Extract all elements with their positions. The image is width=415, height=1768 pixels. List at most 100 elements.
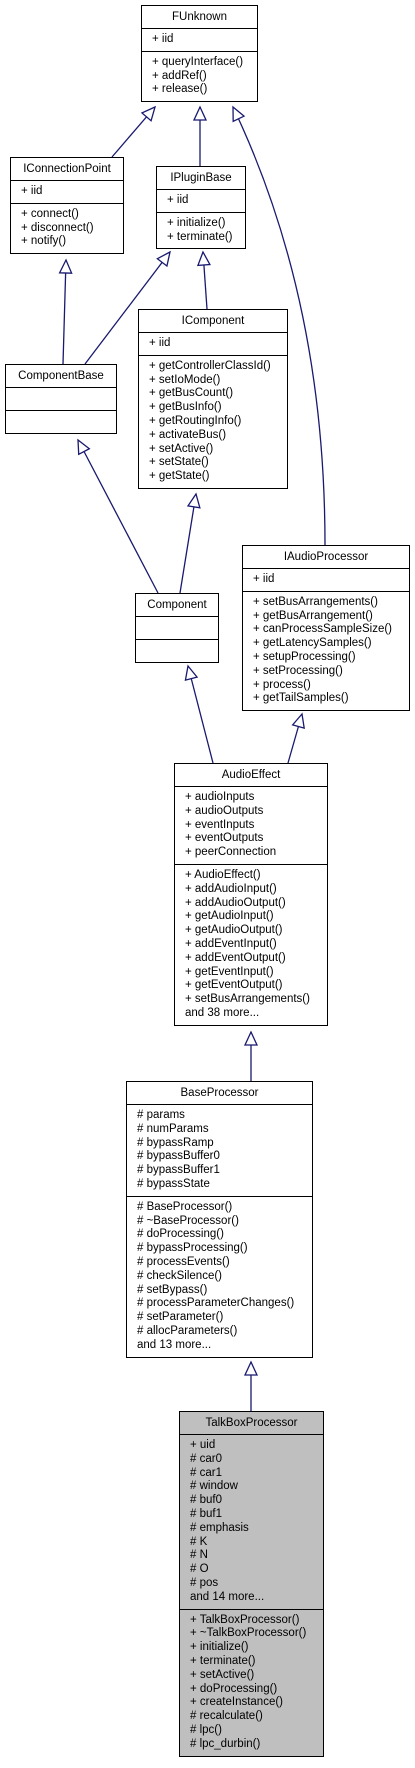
class-method: + getRoutingInfo(): [149, 414, 242, 427]
class-ipluginbase[interactable]: IPluginBase + iid + initialize()+ terminat…: [156, 166, 246, 250]
class-method: # lpc(): [190, 1723, 222, 1736]
class-methods-section: + connect()+ disconnect()+ notify(): [11, 204, 123, 253]
class-attribute: # bypassState: [137, 1177, 210, 1190]
class-method: + setActive(): [149, 442, 214, 455]
class-method: # processEvents(): [137, 1255, 230, 1268]
class-methods-section: + queryInterface()+ addRef()+ release(): [142, 52, 257, 101]
class-method: + getAudioOutput(): [185, 924, 283, 937]
class-attributes-section: + iid: [157, 190, 245, 213]
class-baseprocessor[interactable]: BaseProcessor# params# numParams# bypass…: [126, 1081, 313, 1358]
class-method: + terminate(): [190, 1654, 256, 1667]
class-component[interactable]: Component: [135, 593, 219, 663]
class-audioeffect[interactable]: AudioEffect+ audioInputs+ audioOutputs+ …: [174, 763, 328, 1026]
class-method: + getBusInfo(): [149, 401, 222, 414]
class-attributes-section: + iid: [142, 29, 257, 52]
inherit-edge-iaudioprocessor-funknown: [232, 105, 326, 546]
class-method: # processParameterChanges(): [137, 1297, 295, 1310]
class-title: IComponent: [139, 310, 287, 333]
class-attribute: + eventOutputs: [185, 832, 264, 845]
inherit-edge-talkboxprocessor-baseprocessor: [243, 1360, 259, 1411]
class-method: # allocParameters(): [137, 1324, 238, 1337]
class-method: + getTailSamples(): [253, 692, 349, 705]
inherit-edge-component-componentbase: [77, 438, 159, 594]
class-iaudioprocessor[interactable]: IAudioProcessor + iid + setBusArrangements…: [242, 545, 410, 712]
class-methods-section: + getControllerClassId()+ setIoMode()+ g…: [139, 356, 287, 488]
class-title: ComponentBase: [6, 365, 116, 388]
class-title: Component: [136, 594, 218, 617]
class-methods-section: + initialize()+ terminate(): [157, 213, 245, 249]
class-attribute: # numParams: [137, 1122, 209, 1135]
class-attribute: + iid: [21, 185, 43, 197]
class-attribute: # bypassRamp: [137, 1136, 214, 1149]
class-method: + canProcessSampleSize(): [253, 623, 393, 636]
class-method: + setProcessing(): [253, 664, 343, 677]
class-method: and 38 more...: [185, 1006, 260, 1019]
class-talkboxprocessor[interactable]: TalkBoxProcessor+ uid# car0# car1# windo…: [179, 1411, 324, 1757]
class-attribute: + iid: [253, 573, 275, 585]
class-method: + getBusArrangement(): [253, 609, 373, 622]
class-method: # lpc_durbin(): [190, 1737, 261, 1750]
class-attribute: # pos: [190, 1576, 219, 1589]
class-componentbase[interactable]: ComponentBase: [5, 364, 117, 434]
class-method: + initialize(): [190, 1641, 249, 1654]
class-attributes-section: + iid: [139, 333, 287, 356]
class-attribute: + uid: [190, 1439, 216, 1451]
class-methods-section: + TalkBoxProcessor()+ ~TalkBoxProcessor(…: [180, 1610, 323, 1756]
class-method: + getBusCount(): [149, 387, 234, 400]
class-method: + setBusArrangements(): [253, 595, 378, 608]
inherit-edge-baseprocessor-audioeffect: [243, 1030, 259, 1081]
class-method: + addEventInput(): [185, 937, 277, 950]
class-attribute: # window: [190, 1480, 238, 1493]
class-attribute: + peerConnection: [185, 846, 277, 859]
class-method: and 13 more...: [137, 1338, 212, 1351]
class-icomponent[interactable]: IComponent+ iid+ getControllerClassId()+…: [138, 309, 288, 489]
class-attribute: + audioOutputs: [185, 804, 264, 817]
class-attributes-section: + uid# car0# car1# window# buf0# buf1# e…: [180, 1435, 323, 1610]
class-attribute: # K: [190, 1535, 208, 1548]
class-funknown[interactable]: FUnknown + iid + queryInterface()+ addRef(…: [141, 5, 258, 103]
class-method: # BaseProcessor(): [137, 1200, 233, 1213]
class-attributes-section: [136, 617, 218, 640]
inherit-edge-componentbase-ipluginbase: [84, 250, 171, 365]
class-title: IConnectionPoint: [11, 158, 123, 181]
class-title: IPluginBase: [157, 167, 245, 190]
class-method: + setBusArrangements(): [185, 993, 310, 1006]
class-title: TalkBoxProcessor: [180, 1412, 323, 1435]
class-methods-section: + AudioEffect()+ addAudioInput()+ addAud…: [175, 865, 327, 1025]
class-method: + disconnect(): [21, 221, 94, 234]
class-title: IAudioProcessor: [243, 546, 409, 569]
class-attribute: + iid: [167, 194, 189, 206]
class-attribute: # buf1: [190, 1507, 222, 1520]
class-method: + getControllerClassId(): [149, 359, 271, 372]
class-attribute: # emphasis: [190, 1521, 249, 1534]
class-attribute: + iid: [152, 33, 174, 45]
class-method: # setBypass(): [137, 1283, 208, 1296]
class-method: + setupProcessing(): [253, 650, 356, 663]
class-method: # ~BaseProcessor(): [137, 1214, 239, 1227]
class-title: FUnknown: [142, 6, 257, 29]
class-method: + connect(): [21, 207, 79, 220]
class-attributes-section: + audioInputs+ audioOutputs+ eventInputs…: [175, 787, 327, 865]
class-method: # doProcessing(): [137, 1228, 224, 1241]
inherit-edge-iconnectionpoint-funknown: [111, 105, 157, 158]
class-method: + TalkBoxProcessor(): [190, 1613, 300, 1626]
class-methods-section: # BaseProcessor()# ~BaseProcessor()# doP…: [127, 1197, 312, 1357]
class-method: + getEventOutput(): [185, 979, 283, 992]
class-method: + release(): [152, 83, 208, 96]
class-method: # recalculate(): [190, 1710, 263, 1723]
class-iconnectionpoint[interactable]: IConnectionPoint + iid + connect()+ discon…: [10, 157, 124, 255]
class-method: + getLatencySamples(): [253, 637, 372, 650]
class-method: + queryInterface(): [152, 55, 244, 68]
class-attribute: # N: [190, 1549, 208, 1562]
class-method: + notify(): [21, 235, 67, 248]
class-method: + setIoMode(): [149, 373, 221, 386]
class-method: + createInstance(): [190, 1696, 284, 1709]
class-attribute: # params: [137, 1109, 185, 1121]
class-method: + setState(): [149, 456, 209, 469]
class-attribute: # bypassBuffer1: [137, 1164, 220, 1177]
class-method: + addAudioOutput(): [185, 896, 286, 909]
inherit-edge-audioeffect-component: [184, 664, 214, 764]
class-attribute: # bypassBuffer0: [137, 1150, 220, 1163]
class-method: # checkSilence(): [137, 1269, 223, 1282]
class-attributes-section: + iid: [11, 181, 123, 204]
